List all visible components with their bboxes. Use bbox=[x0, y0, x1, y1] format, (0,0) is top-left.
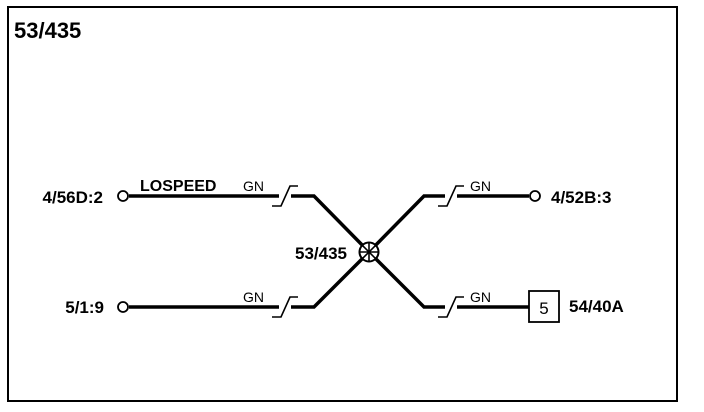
wire-color-right-bottom: GN bbox=[470, 289, 491, 305]
wire-name-label: LOSPEED bbox=[140, 178, 216, 195]
connector-label-left-bottom: 5/1:9 bbox=[65, 298, 104, 317]
diagram-title: 53/435 bbox=[14, 18, 81, 43]
wire-right-top bbox=[367, 194, 529, 254]
splice-label: 53/435 bbox=[295, 244, 347, 263]
connector-label-left-top: 4/56D:2 bbox=[43, 188, 103, 207]
wire-left-bottom bbox=[129, 250, 371, 309]
splice-icon bbox=[358, 241, 380, 263]
wire-right-bottom bbox=[367, 250, 529, 309]
connector-box-pin: 5 bbox=[539, 299, 548, 318]
connector-pin-left-bottom bbox=[117, 301, 129, 313]
connector-pin-left-top bbox=[117, 190, 129, 202]
connector-box bbox=[528, 290, 560, 323]
wire-color-left-bottom: GN bbox=[243, 289, 264, 305]
wire-break-markers bbox=[272, 185, 464, 318]
wire-left-top bbox=[129, 194, 371, 254]
connector-label-right-bottom: 54/40A bbox=[569, 297, 624, 316]
diagram-frame bbox=[7, 6, 678, 402]
connector-pin-right-top bbox=[529, 190, 541, 202]
connector-label-right-top: 4/52B:3 bbox=[551, 188, 611, 207]
wire-color-right-top: GN bbox=[470, 178, 491, 194]
wire-color-left-top: GN bbox=[243, 178, 264, 194]
